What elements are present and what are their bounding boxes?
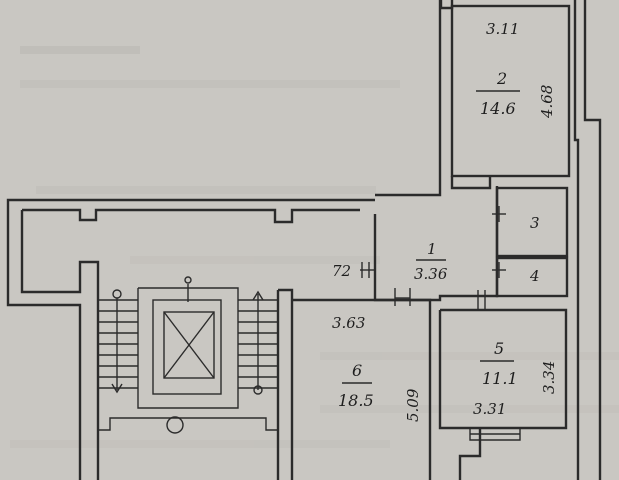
stairwell-top-right (278, 288, 294, 480)
landing-top-inner (22, 208, 360, 224)
room-2-depth-label: 4.68 (538, 85, 556, 119)
landing-inner (20, 210, 100, 294)
room-4-walls (495, 256, 569, 298)
exterior-wall-right (439, 0, 454, 10)
exterior-wall-right-inner (573, 0, 580, 480)
corridor-partial-dim: 72 (332, 262, 351, 280)
lift-shaft-inner (152, 299, 222, 395)
room-2-area: 14.6 (480, 99, 516, 118)
stair-arrows (111, 276, 264, 395)
room-6-walls (292, 298, 432, 480)
landing-outer (6, 198, 375, 480)
corridor-wall-left (375, 0, 442, 197)
corridor-wall-upper (450, 176, 492, 190)
lift-shaft-outer (137, 287, 239, 409)
room-6-width-label: 3.63 (332, 314, 365, 332)
room-2-walls (450, 4, 571, 178)
bottom-stub (458, 428, 482, 480)
stair-left (98, 299, 138, 389)
lift-car (163, 311, 215, 379)
room-5-width-label: 3.31 (473, 400, 506, 418)
room-3-walls (495, 186, 569, 258)
stair-drain-circle (166, 416, 184, 434)
room-6-area: 18.5 (338, 391, 374, 410)
exterior-wall-right-outer (583, 0, 602, 480)
room-4-number: 4 (529, 267, 540, 285)
background-bleed (10, 46, 619, 448)
room-5-walls (438, 308, 568, 430)
room-1-area: 3.36 (414, 265, 448, 283)
walls (6, 0, 602, 480)
stair-bottom-rail (98, 417, 278, 431)
room-6-number: 6 (352, 361, 362, 380)
room-5-area: 11.1 (482, 369, 518, 388)
room-2-width-label: 3.11 (486, 20, 519, 38)
room-1-number: 1 (427, 240, 437, 258)
room-2-number: 2 (496, 69, 507, 88)
room-5-number: 5 (494, 339, 504, 358)
room-5-depth-label: 3.34 (540, 361, 558, 394)
labels: 3.11 2 14.6 4.68 3 4 1 3.36 72 3.63 6 18… (332, 20, 558, 422)
room-6-depth-label: 5.09 (404, 388, 422, 422)
room-3-number: 3 (530, 214, 540, 232)
